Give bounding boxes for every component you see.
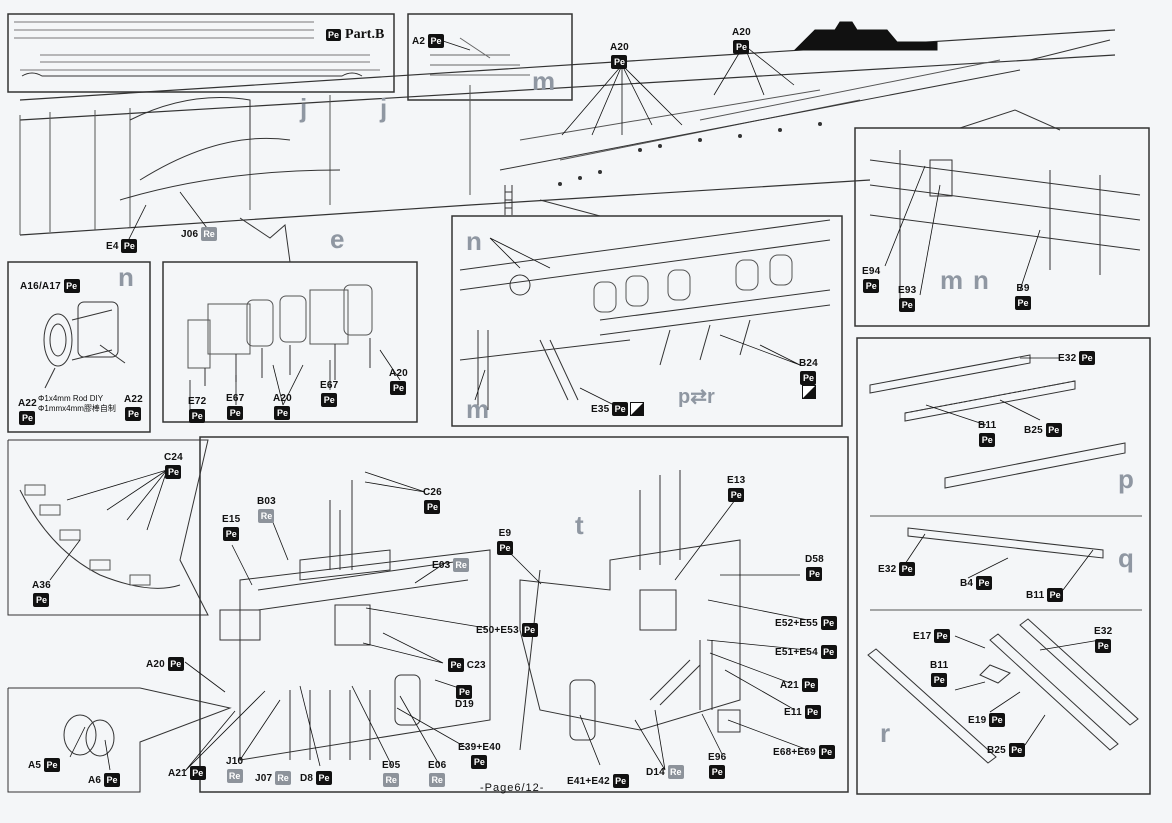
part-label-a2: A2 Pe xyxy=(412,33,444,48)
double-sided-icon xyxy=(630,402,645,417)
part-label-a5: A5 Pe xyxy=(28,757,60,772)
step-letter-q: q xyxy=(1118,543,1134,573)
part-label-e4: E4 Pe xyxy=(106,238,138,253)
part-label-e11: E11 Pe xyxy=(784,704,821,719)
part-label-b4: B4 Pe xyxy=(960,575,992,590)
part-title: Part.B xyxy=(345,27,385,42)
part-label-b25: B25 Pe xyxy=(1024,422,1062,437)
step-letter-m: m xyxy=(532,66,556,96)
step-letter-t: t xyxy=(575,510,584,540)
step-letter-r: r xyxy=(706,386,715,408)
part-label-b11: B11 Pe xyxy=(1026,587,1064,602)
step-letter-r: r xyxy=(880,718,891,748)
step-letter-p: p xyxy=(678,386,691,408)
part-label-e19: E19 Pe xyxy=(968,712,1006,727)
double-sided-icon xyxy=(802,385,817,399)
step-letter-n: n xyxy=(466,226,482,256)
step-letter-m: m xyxy=(940,265,964,295)
part-label-e52-e55: E52+E55 Pe xyxy=(775,615,837,630)
part-label-e03: E03 Re xyxy=(432,557,470,572)
part-badge: Pe xyxy=(326,28,342,41)
rod-note-en: Φ1x4mm Rod DIY xyxy=(38,394,104,403)
step-letter-p-or-r: p⇄r xyxy=(678,386,715,408)
part-label-j06: J06 Re xyxy=(181,226,218,241)
page-number: -Page6/12- xyxy=(480,782,545,794)
part-label-e51-e54: E51+E54 Pe xyxy=(775,644,837,659)
part-label-e50-e53: E50+E53 Pe xyxy=(476,622,538,637)
step-letter-e: e xyxy=(330,224,345,254)
part-label-a21: A21 Pe xyxy=(780,677,818,692)
step-letter-m: m xyxy=(466,394,490,424)
part-label-e32: E32 Pe xyxy=(878,561,916,576)
step-letter-n: n xyxy=(973,265,989,295)
step-letter-j: j xyxy=(380,93,388,123)
step-letter-p: p xyxy=(1118,464,1134,494)
part-label-a16-a17: A16/A17 Pe xyxy=(20,278,80,293)
step-letter-n: n xyxy=(118,262,134,292)
part-label-d14: D14 Re xyxy=(646,764,684,779)
part-label-e68-e69: E68+E69 Pe xyxy=(773,744,835,759)
part-label-e17: E17 Pe xyxy=(913,628,951,643)
part-label-c23: Pe C23 xyxy=(448,657,486,672)
rod-note-cn: Φ1mmx4mm膠棒自制 xyxy=(38,404,116,413)
part-label-d8: D8 Pe xyxy=(300,770,332,785)
part-label-e41-e42: E41+E42 Pe xyxy=(567,773,629,788)
part-label-e35: E35 Pe xyxy=(591,401,645,417)
part-label-b25: B25 Pe xyxy=(987,742,1025,757)
part-label-a21: A21 Pe xyxy=(168,765,206,780)
step-letter-j: j xyxy=(300,93,308,123)
part-label-e32: E32 Pe xyxy=(1058,350,1096,365)
part-label-a20: A20 Pe xyxy=(146,656,184,671)
part-label-j07: J07 Re xyxy=(255,770,292,785)
part-label-a6: A6 Pe xyxy=(88,772,120,787)
